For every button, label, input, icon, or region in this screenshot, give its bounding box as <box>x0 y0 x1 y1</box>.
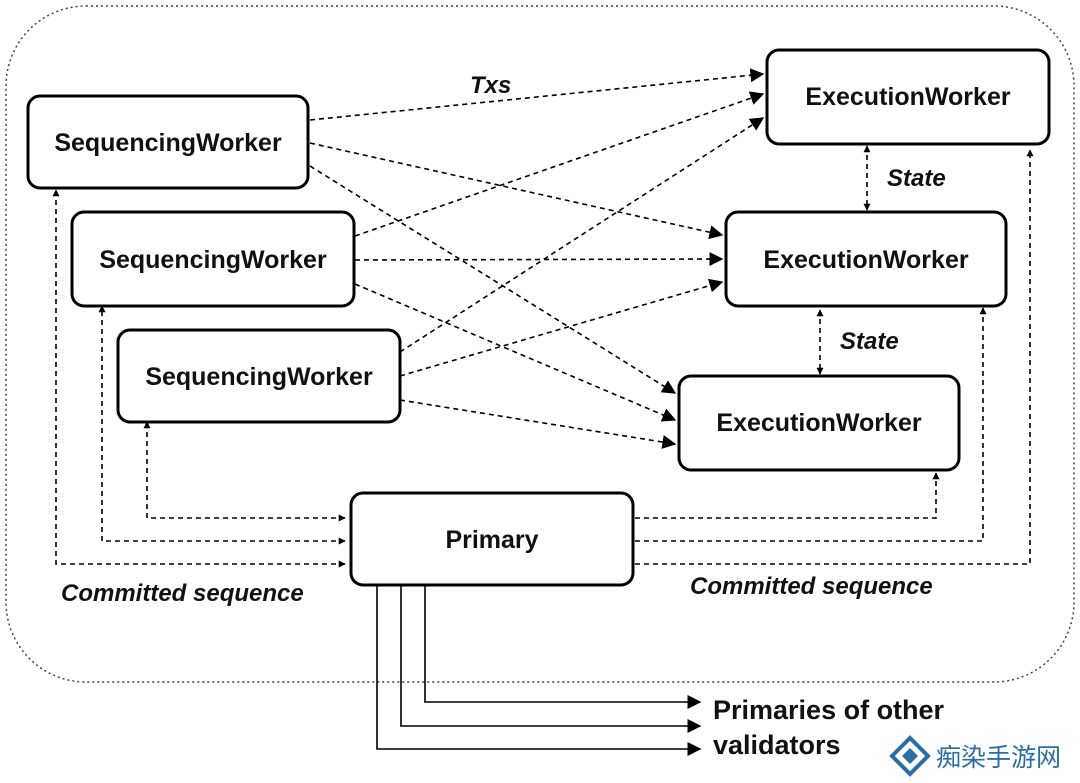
txs-edge-sw2-ew3 <box>354 283 677 422</box>
output-edge-3 <box>376 586 702 756</box>
sequencing-worker-label: SequencingWorker <box>145 363 373 391</box>
txs-edge-sw3-ew3 <box>399 399 677 449</box>
watermark-text: 痴染手游网 <box>936 743 1061 772</box>
txs-edge-sw1-ew1 <box>309 68 765 121</box>
sequencing-worker-node-1: SequencingWorker <box>26 94 310 190</box>
commit-edge-ew1 <box>635 149 1034 565</box>
txs-label: Txs <box>470 72 511 99</box>
execution-worker-label: ExecutionWorker <box>716 409 921 437</box>
execution-worker-node-1: ExecutionWorker <box>765 48 1051 146</box>
committed-sequence-left-label: Committed sequence <box>61 580 304 607</box>
watermark-logo-icon <box>889 735 931 777</box>
state-edges <box>816 145 871 375</box>
execution-worker-label: ExecutionWorker <box>763 246 968 274</box>
primary-output-edges <box>376 586 702 756</box>
validator-boundary <box>5 5 1075 683</box>
output-label-line1: Primaries of other <box>713 695 945 725</box>
output-edge-1 <box>424 586 702 709</box>
primary-label: Primary <box>445 526 538 554</box>
watermark: 痴染手游网 <box>889 735 1061 777</box>
commit-edge-sw3 <box>143 421 346 522</box>
txs-edges <box>309 68 765 449</box>
txs-edge-sw1-ew2 <box>309 142 724 240</box>
commit-edge-ew3 <box>635 472 940 519</box>
txs-edge-sw2-ew1 <box>354 91 765 237</box>
execution-worker-node-3: ExecutionWorker <box>677 374 961 472</box>
execution-worker-label: ExecutionWorker <box>805 83 1010 111</box>
state-label-2: State <box>840 328 899 355</box>
committed-sequence-right-edges <box>635 149 1034 565</box>
commit-edge-sw1 <box>52 189 346 568</box>
output-edge-2 <box>400 586 702 733</box>
committed-sequence-right-label: Committed sequence <box>690 573 933 600</box>
primary-node: Primary <box>349 491 635 587</box>
execution-worker-node-2: ExecutionWorker <box>724 210 1008 308</box>
txs-edge-sw3-ew2 <box>399 278 724 377</box>
sequencing-worker-label: SequencingWorker <box>54 129 282 157</box>
txs-edge-sw2-ew2 <box>354 252 724 267</box>
sequencing-worker-label: SequencingWorker <box>99 246 327 274</box>
state-label-1: State <box>887 165 946 192</box>
output-label-line2: validators <box>713 730 841 760</box>
sequencing-worker-node-2: SequencingWorker <box>70 210 356 308</box>
txs-edge-sw3-ew1 <box>399 117 765 353</box>
sequencing-worker-node-3: SequencingWorker <box>116 328 402 424</box>
committed-sequence-left-edges <box>52 189 346 568</box>
